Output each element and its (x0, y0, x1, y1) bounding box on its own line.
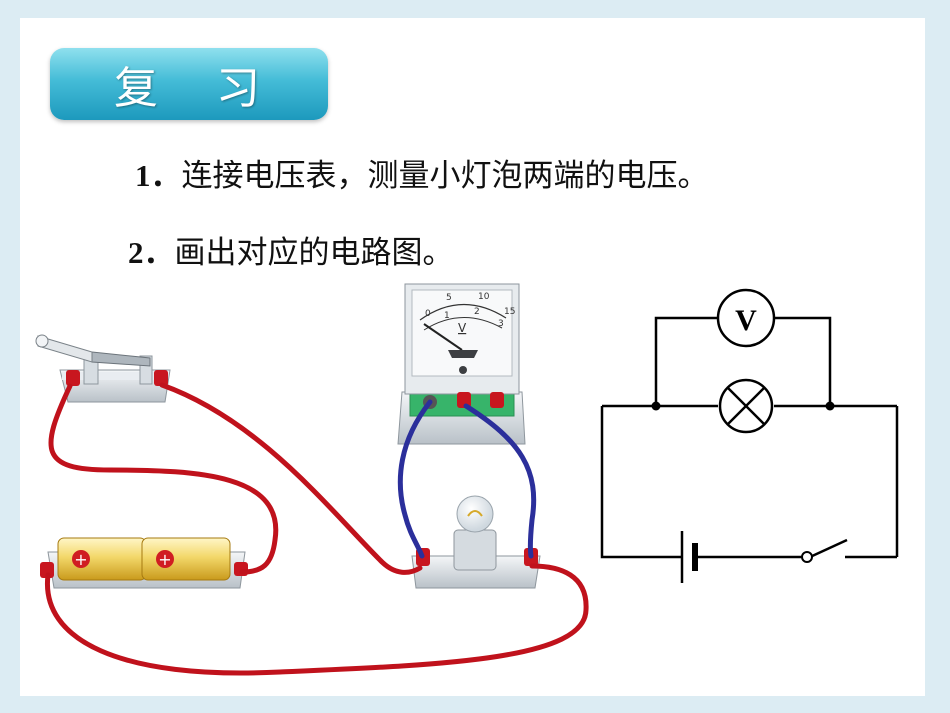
scale-top-10: 10 (478, 292, 490, 302)
scale-top-5: 5 (446, 293, 452, 303)
scale-bottom-3: 3 (498, 319, 504, 329)
junction-dot-left (651, 401, 661, 411)
question-2: 2．画出对应的电路图。 (128, 227, 454, 272)
switch-pivot (801, 551, 813, 563)
lamp-icon (411, 495, 541, 589)
battery-icon: + + (40, 537, 248, 589)
junction-dot-right (825, 401, 835, 411)
question-1-number: 1． (135, 158, 182, 193)
scale-top-0: 0 (425, 309, 431, 319)
scale-bottom-2: 2 (474, 307, 480, 317)
question-1-text: 连接电压表，测量小灯泡两端的电压。 (181, 158, 709, 194)
svg-text:+: + (158, 550, 171, 569)
question-2-number: 2． (128, 235, 175, 270)
scale-bottom-1: 1 (444, 311, 450, 321)
circuit-schematic (600, 288, 899, 583)
title-text: 复 习 (114, 63, 282, 114)
scale-top-15: 15 (504, 307, 515, 317)
schematic-voltmeter-symbol: V (735, 304, 757, 337)
wire-blue (397, 399, 537, 559)
question-2-text: 画出对应的电路图。 (174, 235, 454, 271)
title-badge: 复 习 (50, 48, 328, 120)
switch-icon (35, 334, 171, 403)
svg-text:+: + (74, 550, 87, 569)
wire-red (44, 382, 589, 676)
question-1: 1．连接电压表，测量小灯泡两端的电压。 (135, 150, 709, 195)
voltmeter-unit: V (458, 321, 467, 335)
